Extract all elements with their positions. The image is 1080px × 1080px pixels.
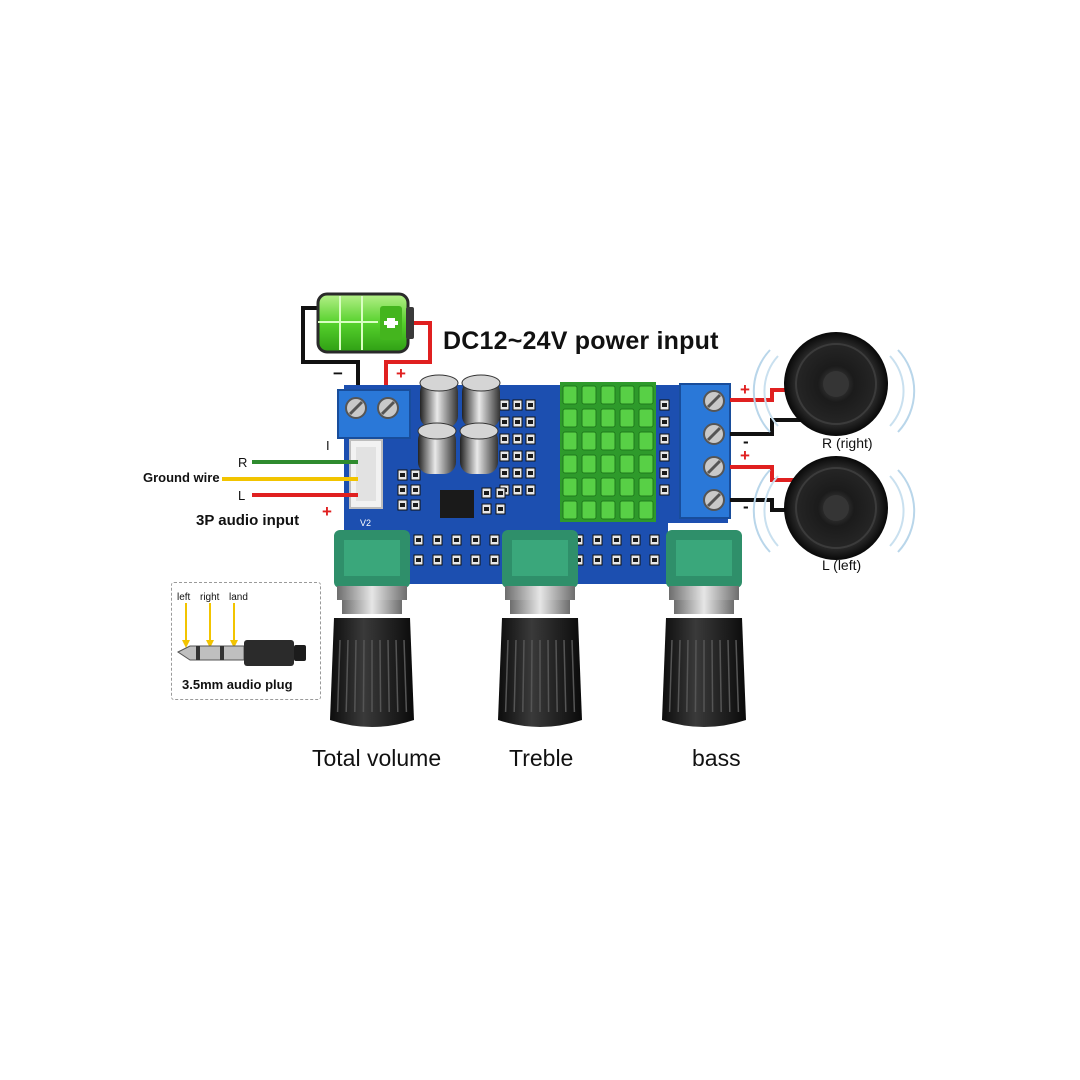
speaker-l-minus: - bbox=[743, 497, 749, 516]
plug-pin-right: right bbox=[200, 592, 220, 603]
speaker-r-minus: - bbox=[743, 432, 749, 451]
speaker-right bbox=[752, 332, 916, 436]
speaker-left bbox=[752, 456, 916, 560]
audio-top-mark: I bbox=[326, 438, 330, 453]
ic-chip bbox=[440, 490, 474, 518]
power-input-title: DC12~24V power input bbox=[443, 327, 719, 355]
speaker-l-label: L (left) bbox=[822, 557, 862, 573]
ground-wire-label: Ground wire bbox=[143, 470, 220, 485]
knob-label-total-volume: Total volume bbox=[312, 745, 442, 771]
plug-pin-land: land bbox=[229, 592, 248, 603]
speaker-icon bbox=[752, 332, 916, 560]
speaker-l-plus: + bbox=[740, 446, 750, 465]
power-terminal bbox=[337, 389, 411, 439]
audio-plug-panel bbox=[171, 582, 321, 700]
smd-components bbox=[397, 399, 670, 566]
knob-label-treble: Treble bbox=[509, 745, 574, 771]
capacitor-icon bbox=[417, 374, 501, 474]
audio-plus-sign: + bbox=[322, 502, 332, 521]
audio-plug-icon bbox=[177, 603, 306, 666]
speaker-r-label: R (right) bbox=[822, 435, 873, 451]
heatsink-icon bbox=[560, 382, 656, 522]
pin-label-r: R bbox=[238, 455, 248, 470]
power-positive-sign: + bbox=[396, 364, 406, 383]
plug-pin-left: left bbox=[177, 592, 191, 603]
audio-input-wires bbox=[222, 460, 358, 497]
audio-input-title: 3P audio input bbox=[196, 512, 300, 529]
knob-label-bass: bass bbox=[692, 745, 741, 771]
pin-label-l: L bbox=[238, 488, 246, 503]
audio-input-connector bbox=[349, 439, 383, 509]
speaker-terminal bbox=[679, 383, 731, 519]
board-mark: V2 bbox=[360, 518, 372, 528]
audio-plug-caption: 3.5mm audio plug bbox=[182, 677, 293, 692]
knob-icon bbox=[330, 530, 746, 727]
battery-icon bbox=[316, 292, 414, 354]
speaker-r-plus: + bbox=[740, 380, 750, 399]
power-negative-sign: − bbox=[333, 364, 343, 383]
power-wires bbox=[301, 306, 432, 392]
